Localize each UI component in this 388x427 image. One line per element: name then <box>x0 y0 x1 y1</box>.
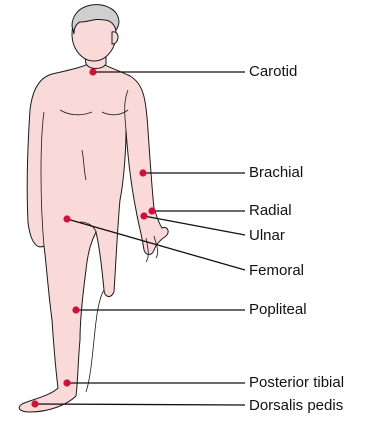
ulnar-pulse-dot <box>140 212 147 219</box>
brachial-pulse-dot <box>139 169 146 176</box>
popliteal-label: Popliteal <box>249 302 307 317</box>
femoral-label: Femoral <box>249 263 304 278</box>
carotid-pulse-dot <box>89 68 96 75</box>
carotid-label: Carotid <box>249 64 297 79</box>
radial-pulse-dot <box>148 207 155 214</box>
radial-label: Radial <box>249 203 292 218</box>
posterior-tibial-pulse-dot <box>63 379 70 386</box>
brachial-label: Brachial <box>249 165 303 180</box>
posterior-tibial-label: Posterior tibial <box>249 375 344 390</box>
dorsalis-pedis-leader-line <box>35 404 245 405</box>
ulnar-label: Ulnar <box>249 228 285 243</box>
femoral-pulse-dot <box>63 215 70 222</box>
dorsalis-pedis-label: Dorsalis pedis <box>249 398 343 413</box>
popliteal-pulse-dot <box>72 306 79 313</box>
dorsalis-pedis-pulse-dot <box>31 400 38 407</box>
body-outline <box>19 5 168 412</box>
